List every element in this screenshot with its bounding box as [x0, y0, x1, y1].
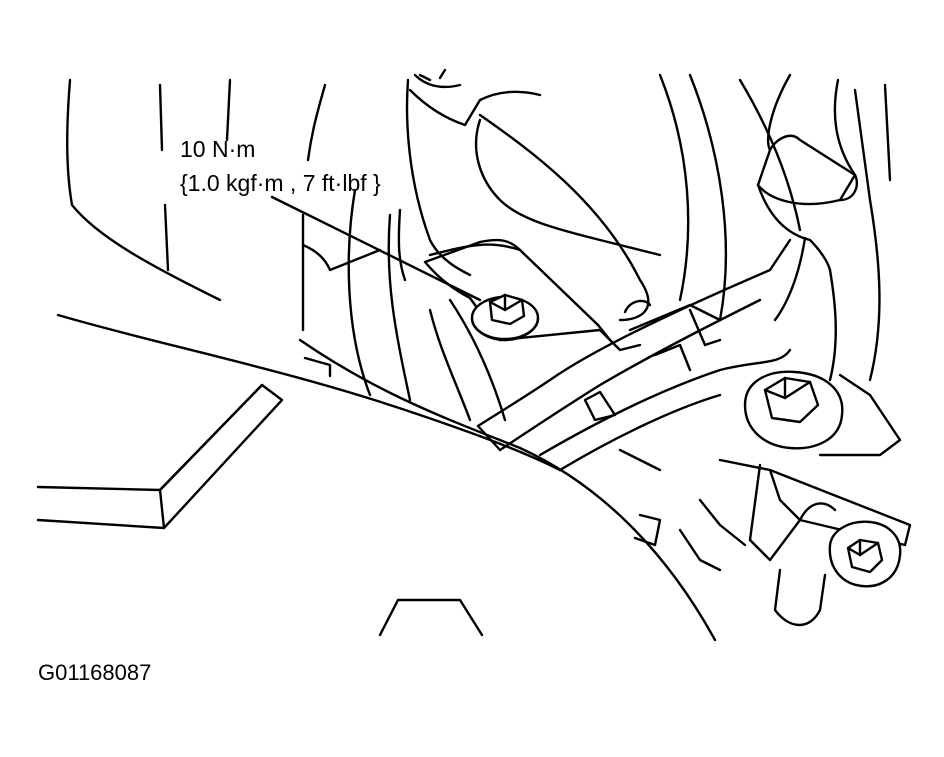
background-outlines — [66, 73, 892, 402]
left-block — [36, 313, 562, 530]
hex-bolt-icon — [743, 370, 902, 457]
torque-spec-alternate: {1.0 kgf·m , 7 ft·lbf } — [180, 170, 381, 196]
flange-bolt-icon — [470, 293, 540, 342]
front-housing — [298, 338, 717, 642]
figure-id: G01168087 — [38, 660, 152, 685]
diagonal-bracket — [476, 238, 792, 472]
nut-icon — [828, 520, 902, 588]
torque-spec-metric: 10 N·m — [180, 136, 256, 162]
callout-leader-line — [270, 195, 482, 302]
pipe-clamp — [756, 73, 881, 382]
upper-housing — [397, 68, 662, 322]
